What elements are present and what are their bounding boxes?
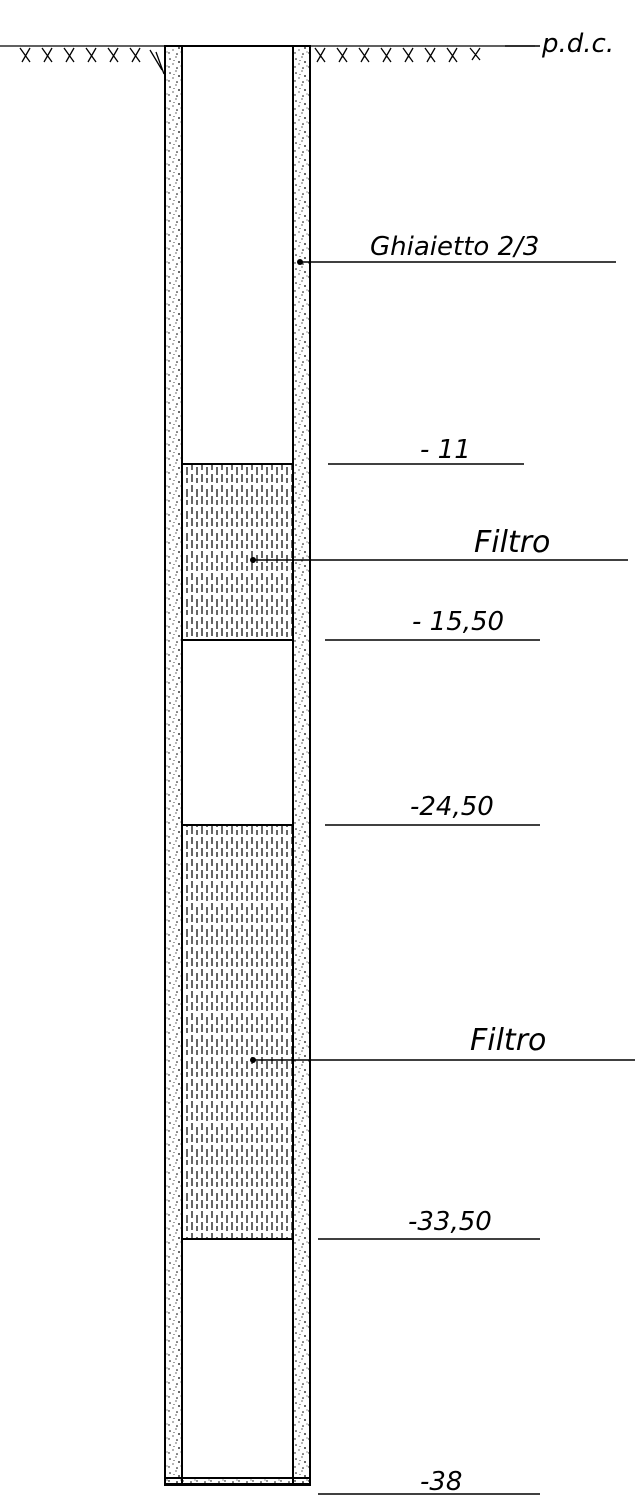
blank-casing-segment bbox=[181, 1238, 294, 1485]
depth-33-50-label: -33,50 bbox=[408, 1207, 492, 1237]
filter-1-leader-dot bbox=[250, 557, 256, 563]
surface-label: p.d.c. bbox=[541, 29, 614, 59]
gravel-label: Ghiaietto 2/3 bbox=[370, 232, 539, 262]
depth-24-50-label: -24,50 bbox=[410, 792, 494, 822]
depth-11-label: - 11 bbox=[420, 435, 471, 465]
depth-38-label: -38 bbox=[420, 1467, 462, 1497]
filter-1-label: Filtro bbox=[474, 525, 550, 560]
casing-segments bbox=[181, 45, 294, 1485]
gravel-leader-dot bbox=[297, 259, 303, 265]
blank-casing-segment bbox=[181, 639, 294, 826]
depth-15-50-label: - 15,50 bbox=[412, 607, 504, 637]
well-bottom-base bbox=[164, 1477, 311, 1486]
blank-casing-segment bbox=[181, 45, 294, 465]
filter-screen-segment bbox=[181, 824, 294, 1240]
filter-2-label: Filtro bbox=[470, 1023, 546, 1058]
filter-2-leader-dot bbox=[250, 1057, 256, 1063]
filter-screen-segment bbox=[181, 463, 294, 641]
gravel-annulus-left bbox=[164, 45, 183, 1485]
